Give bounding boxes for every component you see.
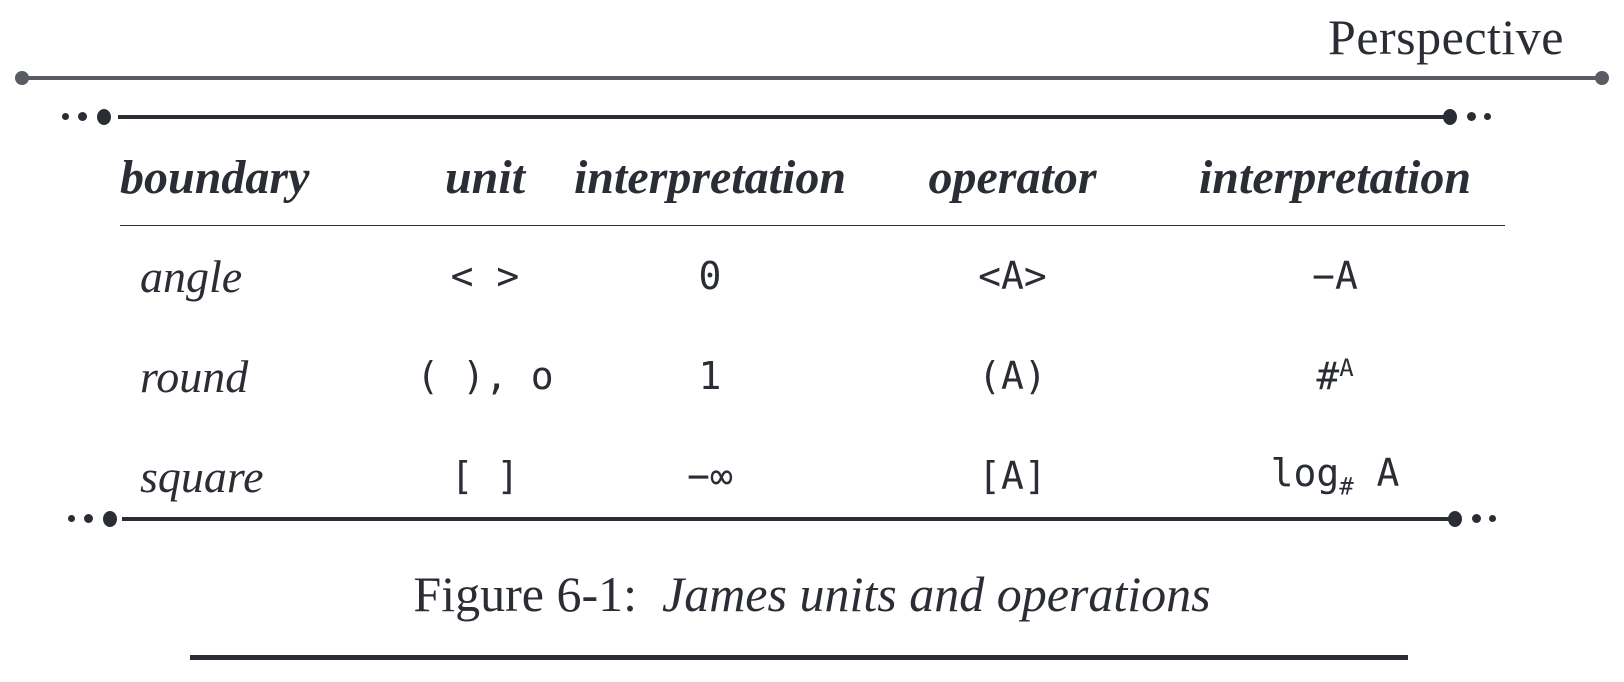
row-operator: (A) <box>978 354 1047 398</box>
table-header-row: boundary unit interpretation operator in… <box>120 130 1505 226</box>
row-unit: [ ] <box>450 454 520 498</box>
header-rule <box>22 76 1602 80</box>
caption-bottom-rule <box>190 655 1408 660</box>
header-unit-interpretation: interpretation <box>560 130 860 226</box>
header-unit: unit <box>410 130 560 226</box>
table-top-rule <box>118 115 1448 119</box>
page-header-title: Perspective <box>1328 9 1564 65</box>
table-row: square [ ] −∞ [A] log# A <box>120 426 1505 526</box>
table-bottom-rule <box>122 517 1452 521</box>
op-interp-superscript: A <box>1339 353 1354 382</box>
figure-caption-description: James units and operations <box>662 566 1211 622</box>
header-operator-interpretation: interpretation <box>1165 130 1505 226</box>
table-row: angle < > 0 <A> −A <box>120 226 1505 327</box>
ornament-dot <box>1467 112 1476 121</box>
header-rule-dot-right <box>1595 71 1609 85</box>
ornament-dot <box>1443 109 1457 125</box>
row-boundary: angle <box>140 250 243 302</box>
row-unit: ( ), o <box>416 354 554 398</box>
row-unit-interpretation: 1 <box>698 354 722 398</box>
header-rule-dot-left <box>15 71 29 85</box>
ornament-dot <box>1484 113 1491 120</box>
ornament-dot <box>1489 515 1496 522</box>
ornament-dot <box>97 109 111 125</box>
row-boundary: round <box>140 350 249 402</box>
row-operator: [A] <box>978 454 1047 498</box>
row-unit: < > <box>450 254 520 298</box>
row-operator: <A> <box>978 254 1047 298</box>
header-operator: operator <box>860 130 1165 226</box>
ornament-dot <box>1448 511 1462 527</box>
ornament-dot <box>68 515 75 522</box>
ornament-dot <box>84 514 93 523</box>
header-boundary: boundary <box>120 130 410 226</box>
ornament-dot <box>62 113 69 120</box>
figure-caption-label: Figure 6-1: <box>413 566 637 622</box>
op-interp-subscript: # <box>1339 472 1354 501</box>
op-interp-tail: A <box>1353 451 1400 496</box>
ornament-dot <box>103 511 117 527</box>
ornament-dot <box>78 112 87 121</box>
figure-caption: Figure 6-1: James units and operations <box>0 565 1624 623</box>
row-unit-interpretation: 0 <box>698 254 722 298</box>
table-row: round ( ), o 1 (A) #A <box>120 326 1505 426</box>
row-operator-interpretation: −A <box>1165 226 1505 327</box>
row-operator-interpretation: #A <box>1165 326 1505 426</box>
row-boundary: square <box>140 450 264 502</box>
op-interp-base: log <box>1270 451 1340 496</box>
op-interp-base: # <box>1316 354 1340 399</box>
units-table: boundary unit interpretation operator in… <box>120 130 1505 525</box>
ornament-dot <box>1472 514 1481 523</box>
op-interp-base: −A <box>1312 254 1358 298</box>
row-operator-interpretation: log# A <box>1165 426 1505 526</box>
row-unit-interpretation: −∞ <box>687 454 733 498</box>
